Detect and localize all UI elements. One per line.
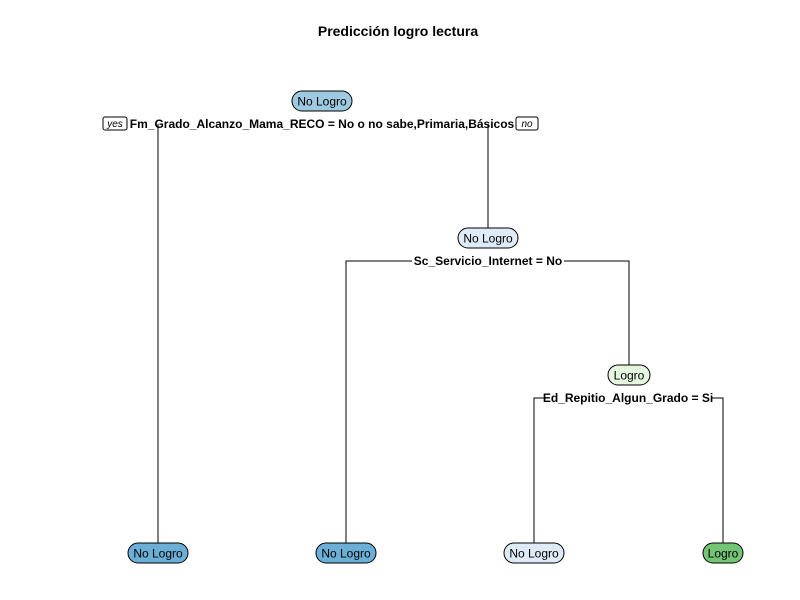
node-internet: No Logro <box>457 227 519 249</box>
leaf-2-box <box>315 542 377 564</box>
node-repitio-box <box>607 364 651 386</box>
node-internet-box <box>457 227 519 249</box>
split-repitio-text: Ed_Repitio_Algun_Grado = Si <box>543 391 713 405</box>
tree-edges <box>157 124 724 545</box>
no-label: no <box>521 119 533 130</box>
leaf-4-label: Logro <box>708 547 739 561</box>
node-root-label: No Logro <box>297 95 347 109</box>
leaf-1: No Logro <box>127 542 189 564</box>
leaf-3: No Logro <box>503 542 565 564</box>
leaf-1-label: No Logro <box>133 547 183 561</box>
yes-box <box>102 116 128 131</box>
node-root-box <box>291 90 353 112</box>
node-repitio: Logro <box>607 364 651 386</box>
split-root: yes Fm_Grado_Alcanzo_Mama_RECO = No o no… <box>102 116 539 131</box>
edge-internet-right <box>564 260 630 367</box>
leaf-2: No Logro <box>315 542 377 564</box>
no-box <box>515 116 539 131</box>
split-internet-text: Sc_Servicio_Internet = No <box>414 254 562 268</box>
split-repitio: Ed_Repitio_Algun_Grado = Si <box>543 391 713 405</box>
diagram-title: Predicción logro lectura <box>318 23 478 39</box>
node-root: No Logro <box>291 90 353 112</box>
leaf-3-box <box>503 542 565 564</box>
edge-repitio-left <box>533 397 545 545</box>
node-repitio-label: Logro <box>614 369 645 383</box>
node-internet-label: No Logro <box>463 232 513 246</box>
edge-repitio-right <box>712 397 724 545</box>
leaf-1-box <box>127 542 189 564</box>
leaf-4: Logro <box>702 542 744 564</box>
edge-internet-left <box>345 260 412 545</box>
leaf-2-label: No Logro <box>321 547 371 561</box>
split-internet: Sc_Servicio_Internet = No <box>414 254 562 268</box>
leaf-4-box <box>702 542 744 564</box>
split-root-text: Fm_Grado_Alcanzo_Mama_RECO = No o no sab… <box>130 117 515 131</box>
leaf-3-label: No Logro <box>509 547 559 561</box>
yes-label: yes <box>106 119 123 130</box>
